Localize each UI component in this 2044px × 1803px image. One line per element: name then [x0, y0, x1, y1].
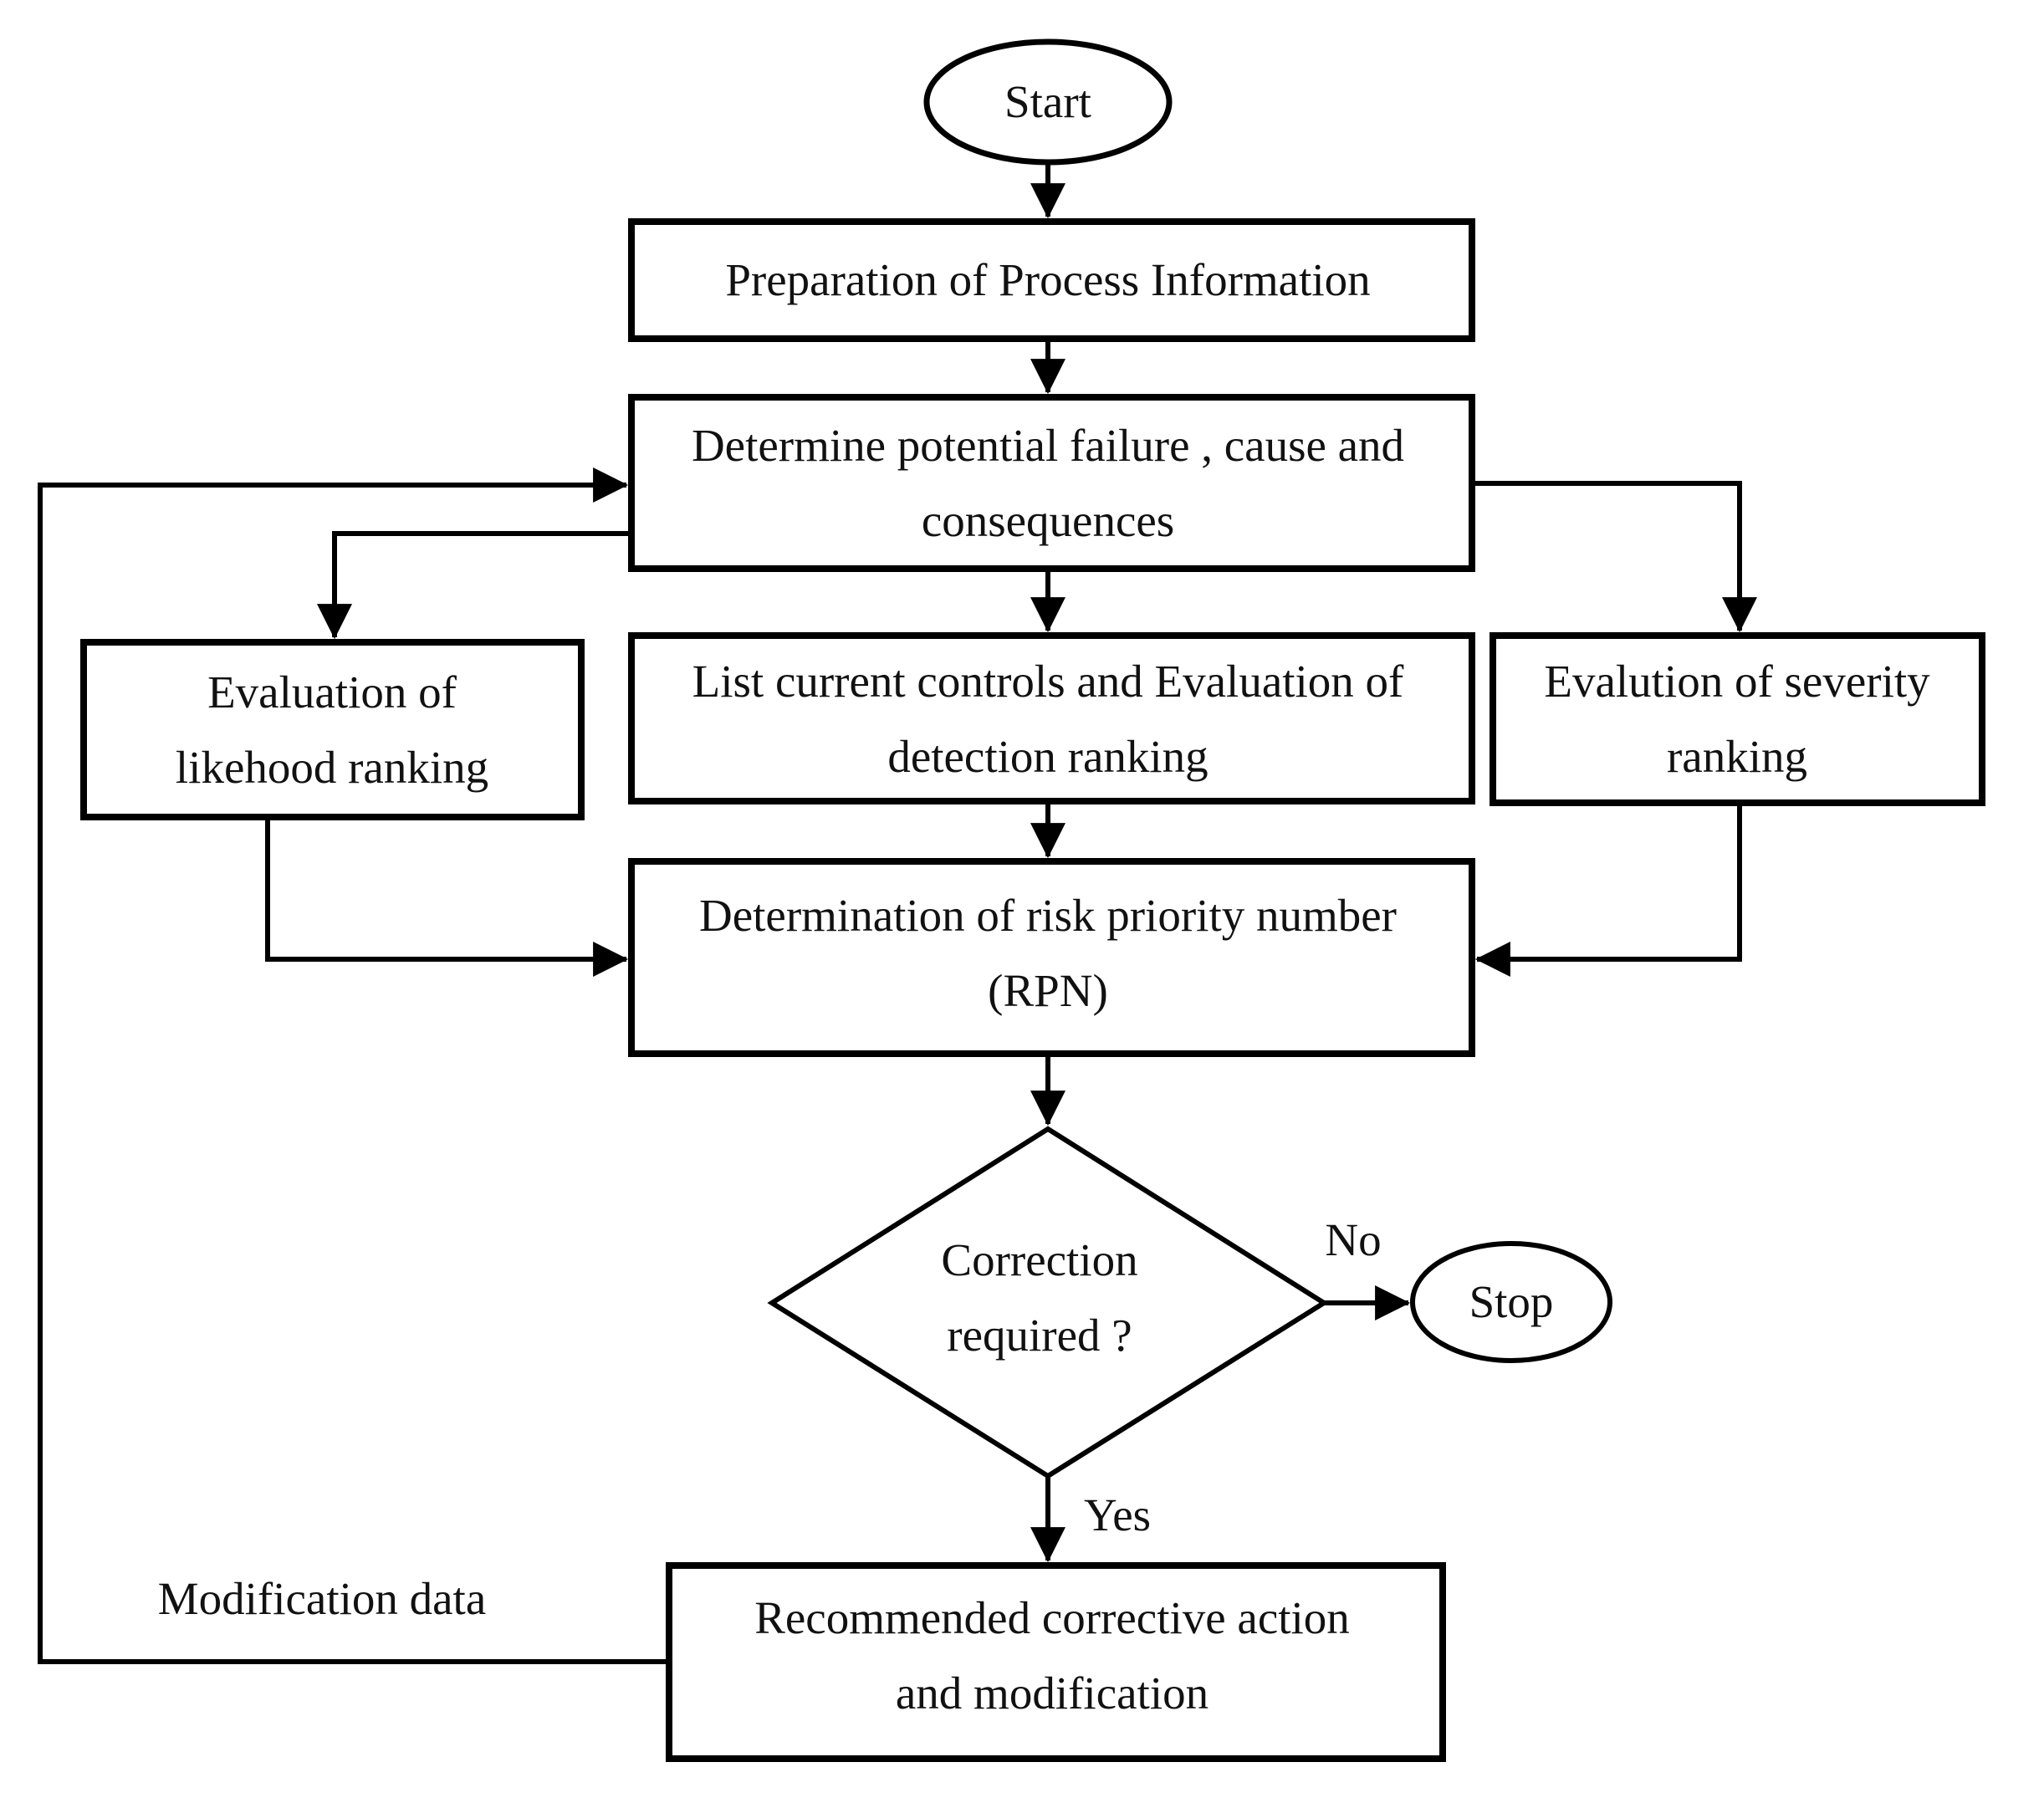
correction-decision: Correction required ? [941, 1223, 1137, 1373]
severity-step-line1: Evalution of severity [1544, 656, 1930, 707]
controls-step: List current controls and Evaluation of … [692, 644, 1404, 794]
likelihood-step: Evaluation of likehood ranking [176, 655, 488, 805]
start-terminator-shape [923, 38, 1173, 166]
severity-step-line2: ranking [1666, 731, 1807, 782]
likelihood-step-shape [80, 639, 585, 820]
correction-decision-line2: required ? [947, 1310, 1132, 1361]
action-step: Recommended corrective action and modifi… [754, 1581, 1350, 1731]
rpn-step-shape [628, 858, 1475, 1057]
likelihood-step-line2: likehood ranking [175, 742, 489, 793]
severity-step: Evalution of severity ranking [1544, 644, 1929, 794]
yes-edge-label: Yes [1083, 1489, 1152, 1540]
action-step-line1: Recommended corrective action [754, 1592, 1350, 1643]
controls-step-line1: List current controls and Evaluation of [692, 656, 1404, 707]
edge-severity-to-rpn [1474, 803, 1742, 977]
controls-step-line2: detection ranking [887, 731, 1209, 782]
likelihood-step-line1: Evaluation of [207, 667, 457, 718]
preparation-step: Preparation of Process Information [725, 254, 1371, 305]
preparation-step-shape [628, 218, 1475, 342]
rpn-step: Determination of risk priority number (R… [699, 878, 1397, 1029]
edge-determine-to-likelihood [317, 531, 631, 640]
edge-likelihood-to-rpn [265, 817, 629, 977]
determine-step-line2: consequences [921, 495, 1175, 546]
action-step-line2: and modification [895, 1668, 1209, 1719]
edge-action-feedback-to-determine [38, 467, 669, 1664]
rpn-step-line2: (RPN) [988, 965, 1108, 1016]
decision-diamond-shape [767, 1126, 1329, 1479]
action-step-shape [666, 1562, 1446, 1762]
severity-step-shape [1490, 632, 1985, 806]
no-edge-label: No [1325, 1214, 1382, 1265]
start-terminator: Start [1004, 76, 1091, 127]
correction-decision-line1: Correction [941, 1234, 1138, 1285]
rpn-step-line1: Determination of risk priority number [699, 890, 1397, 941]
determine-step-shape [628, 394, 1475, 572]
determine-step-line1: Determine potential failure , cause and [691, 420, 1405, 471]
stop-terminator: Stop [1469, 1276, 1554, 1327]
stop-terminator-shape [1410, 1241, 1612, 1363]
controls-step-shape [628, 632, 1475, 804]
modification-data-label: Modification data [157, 1573, 487, 1624]
determine-step: Determine potential failure , cause and … [692, 408, 1404, 559]
edge-determine-to-severity [1472, 481, 1757, 633]
